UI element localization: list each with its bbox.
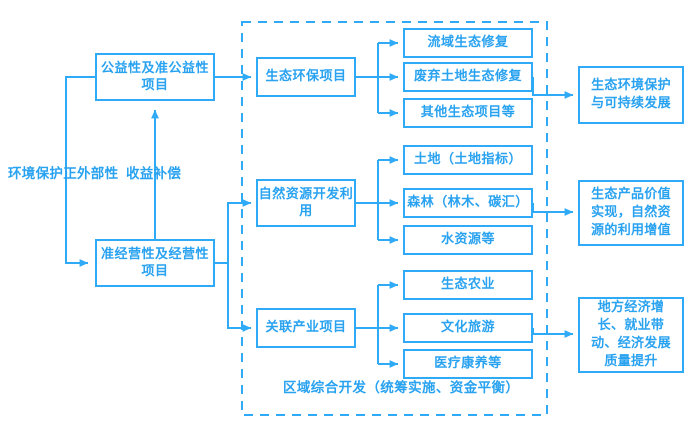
node-abandoned-land-restoration[interactable]: 废弃土地生态修复 <box>403 62 533 92</box>
wire-out-2 <box>532 203 574 216</box>
edge-label-externality: 环境保护正外部性 <box>8 166 119 182</box>
wire-out-3 <box>532 328 574 338</box>
node-other-eco-projects[interactable]: 其他生态项目等 <box>403 98 533 128</box>
node-natural-resources[interactable]: 自然资源开发利用 <box>256 179 356 227</box>
node-outcome-eco-product-value[interactable]: 生态产品价值实现，自然资源的利用增值 <box>578 180 684 246</box>
edge-label-compensation: 收益补偿 <box>126 166 182 182</box>
node-public-welfare[interactable]: 公益性及准公益性项目 <box>95 53 215 101</box>
node-culture-tourism[interactable]: 文化旅游 <box>403 313 533 343</box>
node-eco-agriculture[interactable]: 生态农业 <box>403 270 533 300</box>
wire-qc-trunk <box>215 199 252 264</box>
regional-development-caption: 区域综合开发（统筹实施、资金平衡） <box>283 380 520 396</box>
node-medical-wellness[interactable]: 医疗康养等 <box>403 349 533 379</box>
wire-qc-trunk2 <box>227 263 252 332</box>
node-outcome-eco-env-protection[interactable]: 生态环境保护与可持续发展 <box>578 66 684 124</box>
node-related-industry[interactable]: 关联产业项目 <box>256 308 356 348</box>
node-outcome-local-economy[interactable]: 地方经济增长、就业带动、经济发展质量提升 <box>578 297 684 373</box>
node-eco-protection[interactable]: 生态环保项目 <box>256 57 356 97</box>
node-water-resources[interactable]: 水资源等 <box>403 225 533 255</box>
node-forest-carbon[interactable]: 森林（林木、碳汇） <box>403 188 533 218</box>
wire-out-1 <box>532 77 574 99</box>
node-quasi-commercial[interactable]: 准经营性及经营性项目 <box>95 239 215 287</box>
node-watershed-restoration[interactable]: 流域生态修复 <box>403 28 533 58</box>
node-land-index[interactable]: 土地（土地指标） <box>403 145 533 175</box>
